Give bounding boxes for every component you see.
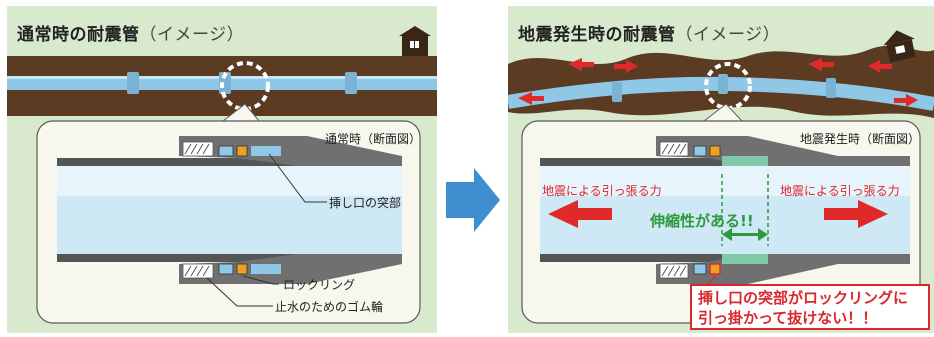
lock-ring-top [709, 145, 721, 157]
force-label-right: 地震による引っ張る力 [780, 184, 900, 198]
detail-label: 地震発生時（断面図） [800, 132, 921, 146]
earthquake-state-drawing [508, 30, 934, 324]
lock-ring-bottom [236, 263, 248, 275]
normal-state-drawing [7, 26, 437, 324]
normal-state-panel: 通常時の耐震管（イメージ） 通常時（断面図） 挿し口の突部 ロックリング 止水の… [7, 6, 437, 333]
lock-ring-label: ロックリング [283, 278, 356, 292]
detail-label: 通常時（断面図） [325, 132, 422, 146]
spigot-label: 挿し口の突部 [329, 196, 402, 210]
double-arrow-icon [722, 228, 768, 241]
house-icon [883, 30, 916, 63]
soil-force-arrows [518, 58, 918, 107]
warning-line-1: 挿し口の突部がロックリングに [698, 289, 909, 307]
tension-arrow-icon [548, 200, 612, 228]
tension-arrow-icon [824, 200, 888, 228]
gasket-label: 止水のためのゴム輪 [275, 300, 384, 314]
flexibility-label: 伸縮性がある!! [650, 212, 754, 230]
panel-title: 通常時の耐震管（イメージ） [17, 25, 245, 45]
warning-line-2: 引っ掛かって抜けない！！ [698, 309, 878, 327]
earthquake-state-panel: 地震発生時の耐震管（イメージ） 地震発生時（断面図） 地震による引っ張る力 地震… [508, 6, 934, 333]
lock-ring-bottom [709, 263, 721, 275]
house-icon [399, 26, 431, 56]
panel-title: 地震発生時の耐震管（イメージ） [518, 25, 781, 45]
warning-callout: 挿し口の突部がロックリングに 引っ掛かって抜けない！！ [690, 284, 930, 330]
lock-ring-top [236, 145, 248, 157]
force-label-left: 地震による引っ張る力 [542, 184, 662, 198]
pipe-cross-section [57, 136, 402, 284]
